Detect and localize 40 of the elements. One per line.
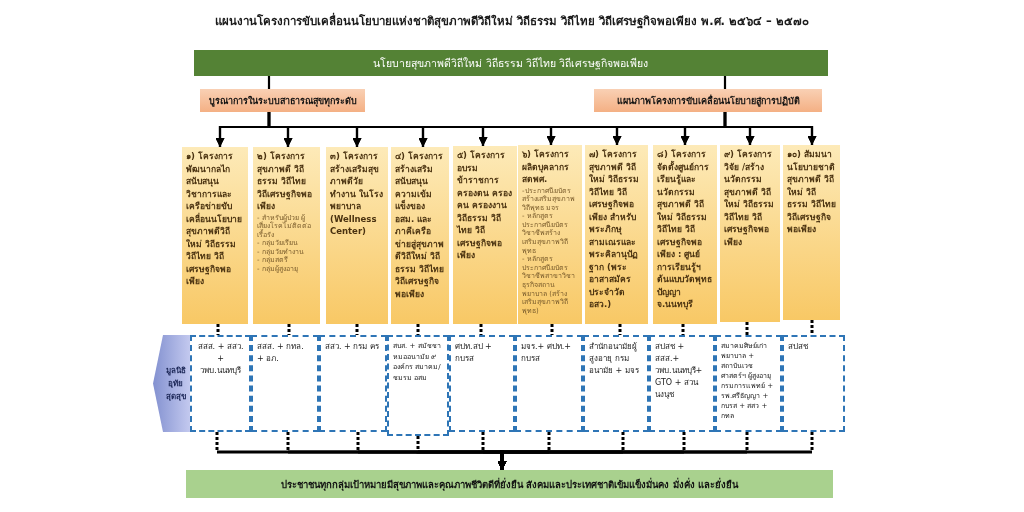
arrow: [723, 112, 817, 145]
dotted-line: [745, 322, 749, 335]
project-title: ๒) โครงการสุขภาพดี วิถีธรรม วิถีไทย วิถีเศรษฐกิจพอเพียง: [257, 150, 313, 213]
project-box: ๑) โครงการพัฒนากลไกสนับสนุนวิชาการและเครือข่ายขับเคลื่อนนโยบายสุขภาพดีวิถีใหม่ วิถีธรรม วิถีไทย วิถีเศรษฐกิจพอเพียง: [182, 147, 248, 324]
partner-box: สสส. + สสว. + วพบ.นนทบุรี: [190, 335, 251, 432]
project-box: ๔) โครงการสร้างเสริมสนับสนุนความเข้มแข็งของ อสม. และภาคีเครือข่ายสู่สุขภาพดีวิถีใหม่ วิถีธรรม วิถีไทย วิถีเศรษฐกิจพอเพียง: [391, 147, 449, 324]
heading-box: แผนภาพโครงการขับเคลื่อนนโยบายสู่การปฏิบัติ: [594, 89, 822, 112]
dotted-line: [216, 324, 220, 335]
partner-box: สปสช: [782, 335, 845, 432]
partner-box: สสส. + กทล. + อภ.: [251, 335, 319, 432]
dotted-line: [355, 324, 359, 335]
partner-box: สสว. + กรม คร: [319, 335, 387, 432]
partner-box: สปสช + สสส.+ วพบ.นนทบุรี+ GTO + สวนนงนุช: [649, 335, 715, 432]
partner-box: สำนักอนามัยผู้สูงอายุ กรมอนามัย + มจร: [583, 335, 649, 432]
dotted-line: [618, 324, 622, 335]
dotted-line: [810, 320, 814, 335]
partner-box: ศปท.สป + กบรส: [449, 335, 515, 432]
dotted-line: [550, 324, 554, 335]
project-box: ๓) โครงการสร้างเสริมสุขภาพดีวัยทำงาน ในโรงพยาบาล (Wellness Center): [326, 147, 388, 324]
project-box: ๑๐) สัมมนานโยบายชาติสุขภาพดี วิถีใหม่ วิถีธรรม วิถีไทย วิถีเศรษฐกิจพอเพียง: [783, 145, 840, 320]
dotted-line: [681, 324, 685, 335]
policy-banner: นโยบายสุขภาพดีวิถีใหม่ วิถีธรรม วิถีไทย วิถีเศรษฐกิจพอเพียง: [194, 50, 828, 76]
project-box: ๙) โครงการวิจัย /สร้างนวัตกรรมสุขภาพดี วิถีใหม่ วิถีธรรม วิถีไทย วิถีเศรษฐกิจพอเพียง: [720, 145, 780, 322]
project-box: ๕) โครงการอบรมข้าราชการครองตน ครองคน ครองงาน วิถีธรรม วิถีไทย วิถีเศรษฐกิจพอเพียง: [453, 146, 517, 324]
arrow: [497, 432, 814, 470]
heading-box: บูรณาการในระบบสาธารณสุขทุกระดับ: [200, 89, 365, 112]
partner-box: มจร.+ ศปท.+ กบรส: [515, 335, 583, 432]
project-box: [253, 147, 320, 324]
dotted-line: [416, 324, 420, 335]
diagram-title: แผนงานโครงการขับเคลื่อนนโยบายแห่งชาติสุขภาพดีวิถีใหม่ วิถีธรรม วิถีไทย วิถีเศรษฐกิจพอเพียง พ.ศ. ๒๕๖๔ – ๒๕๗๐: [214, 13, 810, 29]
project-box: [518, 145, 582, 324]
project-box: ๘) โครงการจัดตั้งศูนย์การเรียนรู้และนวัตกรรมสุขภาพดี วิถีใหม่ วิถีธรรม วิถีไทย วิถีเศรษฐกิจพอเพียง : ศูนย์การเรียนรู้ฯ ต้นแบบวัดพุทธปัญญา จ.นนทบุรี: [653, 145, 717, 324]
dotted-line: [479, 324, 483, 335]
pointer-box: มูลนิธิอุทัย สุดสุข: [153, 335, 190, 432]
project-title: ๖) โครงการผลิตบุคลากร สดพศ.: [522, 148, 570, 186]
project-box: ๗) โครงการสุขภาพดี วิถีใหม่ วิถีธรรม วิถีไทย วิถีเศรษฐกิจพอเพียง สำหรับพระภิกษุสามเณรและพระคิลานุปัฏฐาก (พระอาสาสมัครประจำวัด อสว.): [585, 145, 648, 324]
connector-line: [723, 76, 727, 89]
goal-banner: ประชาชนทุกกลุ่มเป้าหมายมีสุขภาพและคุณภาพชีวิตดีที่ยั่งยืน สังคมและประเทศชาติเข้มแข็งมั่นคง มั่งคั่ง และยั่งยืน: [186, 470, 833, 498]
dotted-line: [287, 324, 291, 335]
connector-line: [267, 76, 271, 89]
